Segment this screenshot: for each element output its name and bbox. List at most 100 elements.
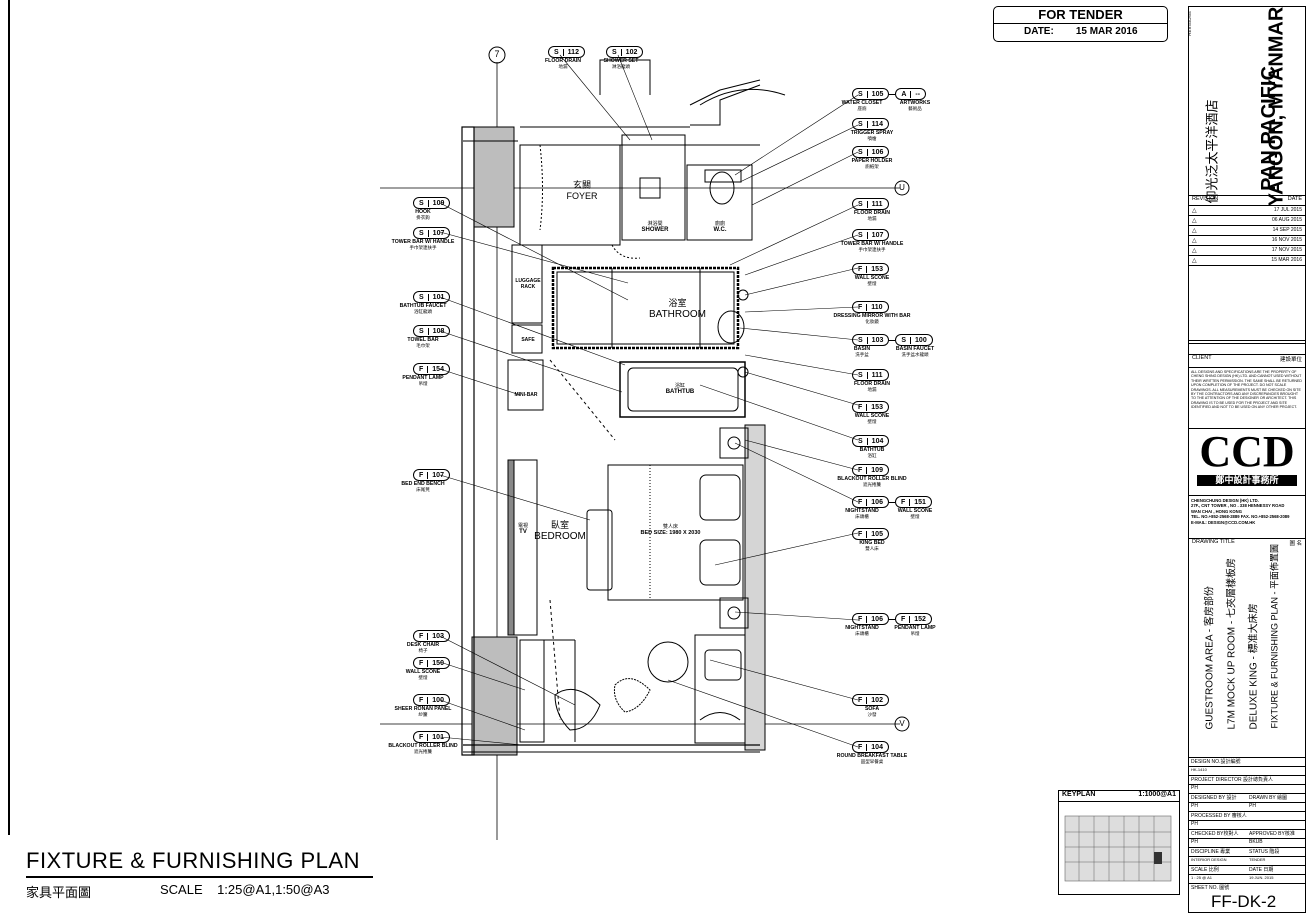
callout-label-en: FLOOR DRAIN <box>853 381 891 387</box>
callout-label-cn: 座廁 <box>857 106 867 111</box>
bed-size: BED SIZE: 1980 X 2030 <box>640 530 701 536</box>
tb-checked-value: PH <box>1191 839 1198 845</box>
revision-triangle-icon: △ <box>1192 208 1197 214</box>
tb-date2-label: DATE 日期 <box>1249 867 1274 873</box>
revision-date: 17 JUL 2015 <box>1273 207 1302 213</box>
tb-director: PROJECT DIRECTOR 設計總負責人 <box>1189 776 1305 785</box>
tb-processed: PROCESSED BY 審核人 <box>1189 812 1305 821</box>
revision-row: △16 NOV 2015 <box>1189 236 1305 246</box>
callout-label-cn: 地漏 <box>867 387 877 392</box>
callout-category: F <box>419 733 429 741</box>
tb-dt-2: L7M MOCK UP ROOM - 七夾層樣板房 <box>1226 558 1238 730</box>
callout-label-cn: 浴缸龍頭 <box>414 309 432 314</box>
foyer-label: 玄關 FOYER <box>557 178 607 201</box>
callout-number: 103 <box>432 632 444 640</box>
bathtub-en: BATHTUB <box>665 389 695 395</box>
revision-triangle-icon: △ <box>1192 218 1197 224</box>
callout-category: S <box>858 120 868 128</box>
callout-number: 102 <box>625 48 638 56</box>
callout-number: 104 <box>871 437 884 445</box>
callout-label-en: NIGHTSTAND <box>845 625 879 631</box>
callout-category: F <box>419 632 429 640</box>
grid-u: U <box>899 183 905 192</box>
callout-label-cn: 地漏 <box>867 216 877 221</box>
plan-title-underline <box>26 876 373 878</box>
tb-date-value: 19 JUN. 2015 <box>1249 875 1274 880</box>
callout-label-cn: 遮光捲簾 <box>863 482 881 487</box>
revision-row: △17 NOV 2015 <box>1189 246 1305 256</box>
callout-label-en: SHOWER SET <box>603 58 639 64</box>
callout-label-en: TOWER BAR W/ HANDLE <box>840 241 904 247</box>
tb-company-name: CHENGCHUNG DESIGN (HK) LTD. <box>1191 498 1259 503</box>
callout-label-en: WALL SCONE <box>854 275 890 281</box>
callout-category: S <box>858 148 868 156</box>
callout-label-cn: 浴缸 <box>867 453 877 458</box>
revision-date: 17 NOV 2015 <box>1271 247 1302 253</box>
callout-category: S <box>858 437 868 445</box>
tb-revisions-label: REVISIONS <box>1186 11 1192 36</box>
callout-label-en: TOWER BAR W/ HANDLE <box>391 239 455 245</box>
tb-drawing-title-cn: 圖 名 <box>1289 541 1302 547</box>
callout-number: -- <box>915 90 921 98</box>
callout-category: F <box>419 696 429 704</box>
callout-category: S <box>858 336 868 344</box>
callout-number: 154 <box>432 365 444 373</box>
callout-category: S <box>858 200 868 208</box>
tb-design-no-value: HK-1410 <box>1191 767 1207 772</box>
callout-connector <box>888 501 895 503</box>
callout-number: 114 <box>871 120 883 128</box>
plan-title-cn: 家具平面圖 <box>26 886 92 901</box>
callout-label-cn: 壁燈 <box>867 419 877 424</box>
bathroom-en: BATHROOM <box>648 309 707 320</box>
callout-label-cn: 壁燈 <box>867 281 877 286</box>
callout-label-cn: 化妝鏡 <box>865 319 879 324</box>
title-block: REVISIONS 仰光泛太平洋酒店 PAN PACIFIC YANGON, M… <box>1186 6 1306 913</box>
tb-discipline-label: DISCIPLINE 專業 <box>1191 849 1231 855</box>
keyplan: KEYPLAN 1:1000@A1 <box>1058 790 1180 895</box>
floor-plan <box>380 46 910 840</box>
tb-disclaimer: ALL DESIGNS AND SPECIFICATIONS ARE THE P… <box>1189 368 1305 429</box>
foyer-en: FOYER <box>566 191 598 201</box>
tv-cn: 電視 <box>517 523 528 529</box>
callout-number: 153 <box>871 403 883 411</box>
keyplan-scale: 1:1000@A1 <box>1138 791 1176 798</box>
tb-dt-4: FIXTURE & FURNISHING PLAN - 平面佈置圖 <box>1269 543 1280 729</box>
revision-date: 14 SEP 2015 <box>1272 227 1302 233</box>
tb-logo: CCD 鄭中設計事務所 <box>1189 429 1305 496</box>
callout-label-en: BLACKOUT ROLLER BLIND <box>837 476 907 482</box>
shower-label: 淋浴間 SHOWER <box>635 220 675 233</box>
callout-label-en: BASIN <box>853 346 871 352</box>
callout-label-en: WATER CLOSET <box>841 100 883 106</box>
tb-director-val: PH <box>1189 785 1305 794</box>
callout-category: F <box>858 530 868 538</box>
callout-label-en: TRIGGER SPRAY <box>850 130 894 136</box>
callout-label-en: BATHTUB <box>859 447 885 453</box>
callout-label-cn: 毛巾架 <box>416 343 430 348</box>
callout-label-en: BLACKOUT ROLLER BLIND <box>388 743 458 749</box>
callout-label-cn: 椅子 <box>418 648 428 653</box>
callout-number: 107 <box>432 471 444 479</box>
